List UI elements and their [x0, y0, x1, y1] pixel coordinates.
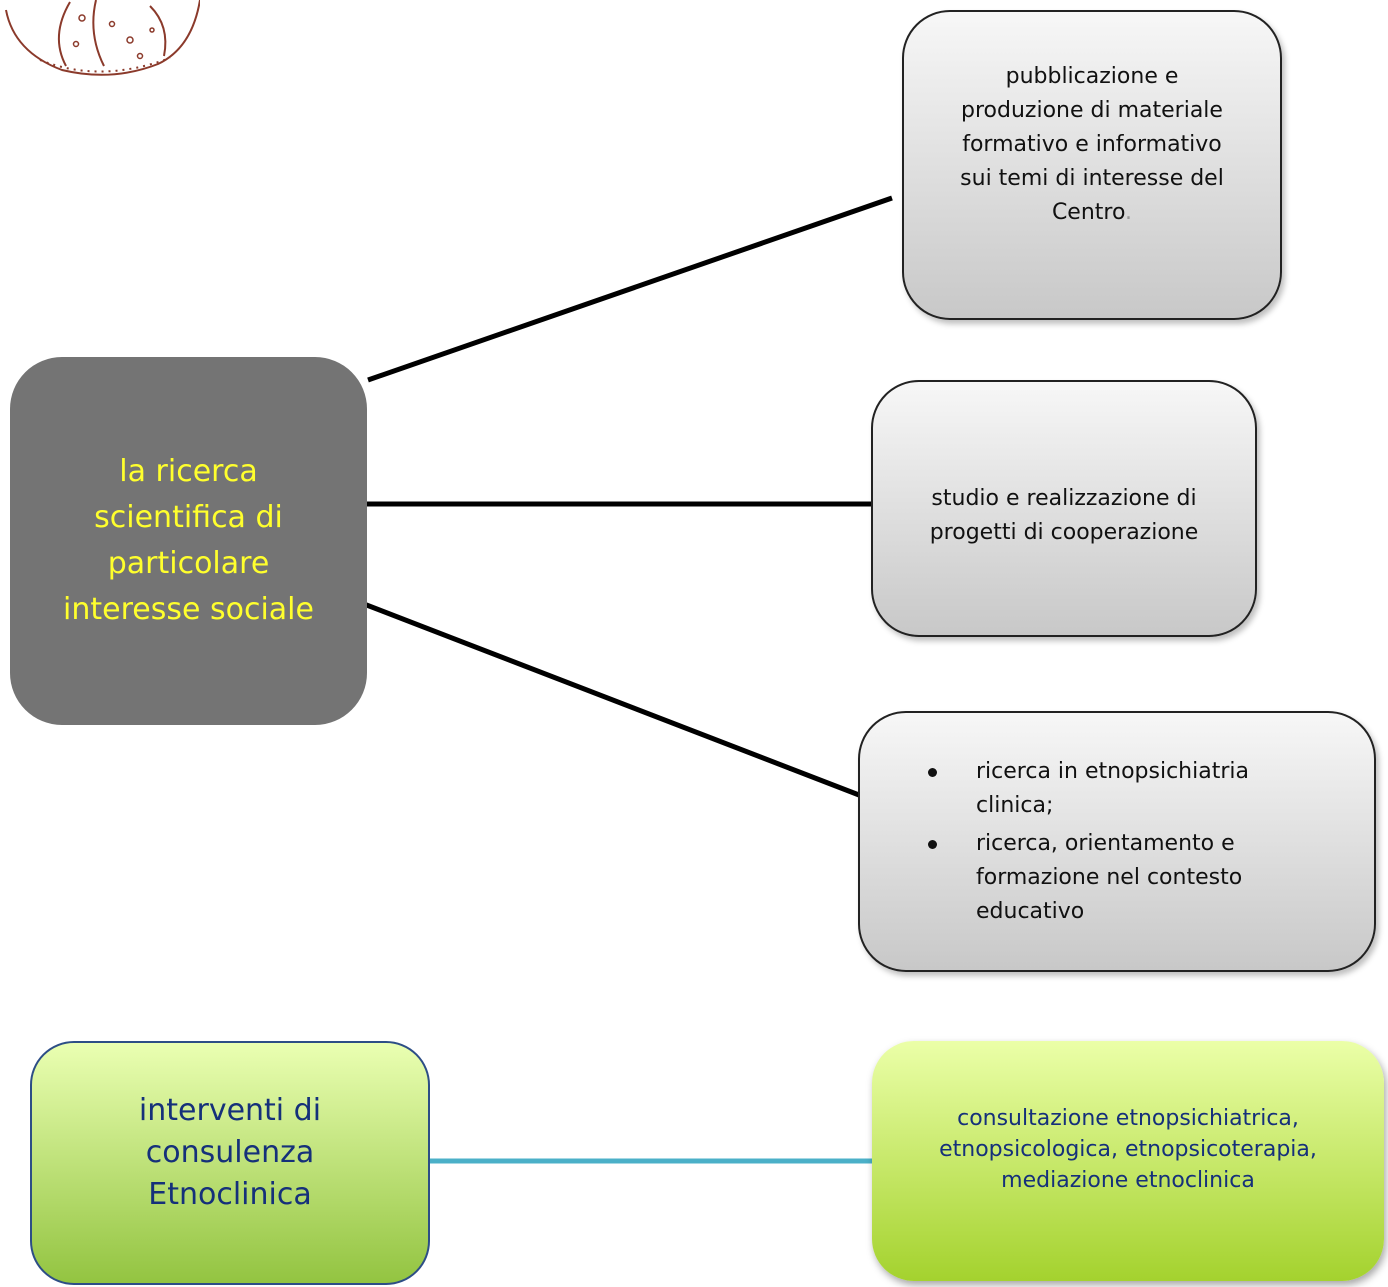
pubblicazione-last-word: Centro [1051, 200, 1126, 225]
ricerca-bullet-line: ricerca in etnopsichiatria [976, 759, 1249, 784]
pubblicazione-last-line: Centro. [1052, 196, 1132, 230]
consultazione-line: etnopsicologica, etnopsicoterapia, [939, 1136, 1317, 1162]
logo-seal [5, 0, 200, 76]
consulenza-line: Etnoclinica [148, 1177, 312, 1212]
central-topic-line: particolare [107, 546, 270, 581]
logo-inner-arc-left [57, 1, 71, 67]
central-topic-line: interesse sociale [63, 592, 314, 627]
consulenza-line: interventi di [138, 1093, 322, 1128]
consulenza-box: interventi di consulenza Etnoclinica [30, 1041, 430, 1285]
pubblicazione-line: pubblicazione e [1005, 64, 1179, 89]
cooperazione-line: progetti di cooperazione [929, 520, 1199, 545]
central-topic-box: la ricerca scientifica di particolare in… [10, 357, 367, 725]
ricerca-box: ricerca in etnopsichiatria clinica; rice… [858, 711, 1376, 972]
ricerca-bullet-line: ricerca, orientamento e [976, 831, 1235, 856]
ricerca-bullet-line: educativo [976, 899, 1085, 924]
central-topic-line: la ricerca [119, 454, 258, 489]
consultazione-line: mediazione etnoclinica [1001, 1167, 1255, 1193]
ricerca-bullet-line: clinica; [976, 793, 1054, 818]
logo-dotted-arc [39, 57, 171, 73]
consultazione-line: consultazione etnopsichiatrica, [957, 1105, 1299, 1131]
central-topic-line: scientifica di [94, 500, 283, 535]
ricerca-bullet-list: ricerca in etnopsichiatria clinica; rice… [916, 755, 1249, 929]
pubblicazione-box: pubblicazione e produzione di materiale … [902, 10, 1282, 320]
cooperazione-line: studio e realizzazione di [931, 486, 1197, 511]
consultazione-box: consultazione etnopsichiatrica, etnopsic… [872, 1041, 1384, 1281]
connector-central-to-pubblicazione [367, 195, 893, 383]
cooperazione-box: studio e realizzazione di progetti di co… [871, 380, 1257, 637]
logo-inner-arc-right [149, 5, 167, 57]
pubblicazione-line: produzione di materiale [961, 98, 1223, 123]
logo-outer-arc [5, 0, 200, 76]
pubblicazione-line: formativo e informativo [962, 132, 1222, 157]
pubblicazione-line: sui temi di interesse del [960, 166, 1224, 191]
consulenza-line: consulenza [145, 1135, 315, 1170]
ricerca-bullet-line: formazione nel contesto [976, 865, 1243, 890]
ricerca-bullet-item: ricerca, orientamento e formazione nel c… [916, 827, 1249, 929]
pubblicazione-period: . [1125, 200, 1133, 225]
connector-central-to-ricerca [337, 591, 873, 803]
ricerca-bullet-item: ricerca in etnopsichiatria clinica; [916, 755, 1249, 823]
logo-inner-arc-mid [92, 0, 105, 67]
